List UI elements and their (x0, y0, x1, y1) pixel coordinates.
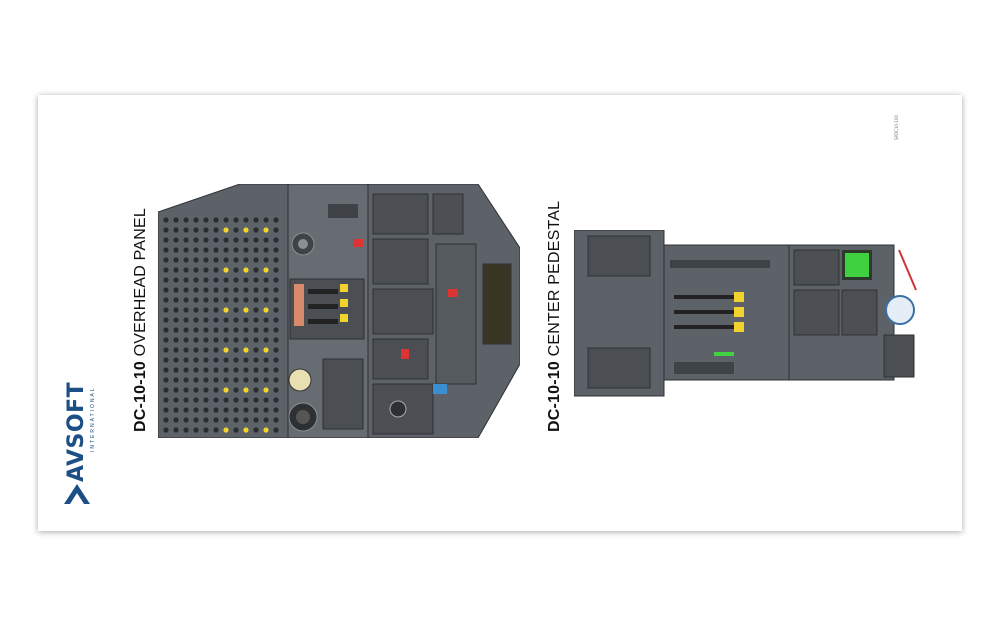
overhead-panel-title: DC-10-10 OVERHEAD PANEL (132, 208, 150, 432)
avsoft-logo-text: AVSOFT (64, 381, 89, 482)
overhead-title-rest: OVERHEAD PANEL (132, 208, 149, 362)
pedestal-title-rest: CENTER PEDESTAL (546, 200, 563, 362)
center-pedestal-image (574, 230, 917, 397)
avsoft-logo-subtext: INTERNATIONAL (90, 386, 96, 452)
overhead-title-bold: DC-10-10 (132, 361, 149, 432)
overhead-panel-image (158, 184, 520, 438)
pedestal-title-bold: DC-10-10 (546, 361, 563, 432)
document-code: SPDC10-100 (894, 115, 899, 140)
avsoft-logo-mark (64, 484, 90, 504)
pedestal-title: DC-10-10 CENTER PEDESTAL (546, 201, 564, 432)
